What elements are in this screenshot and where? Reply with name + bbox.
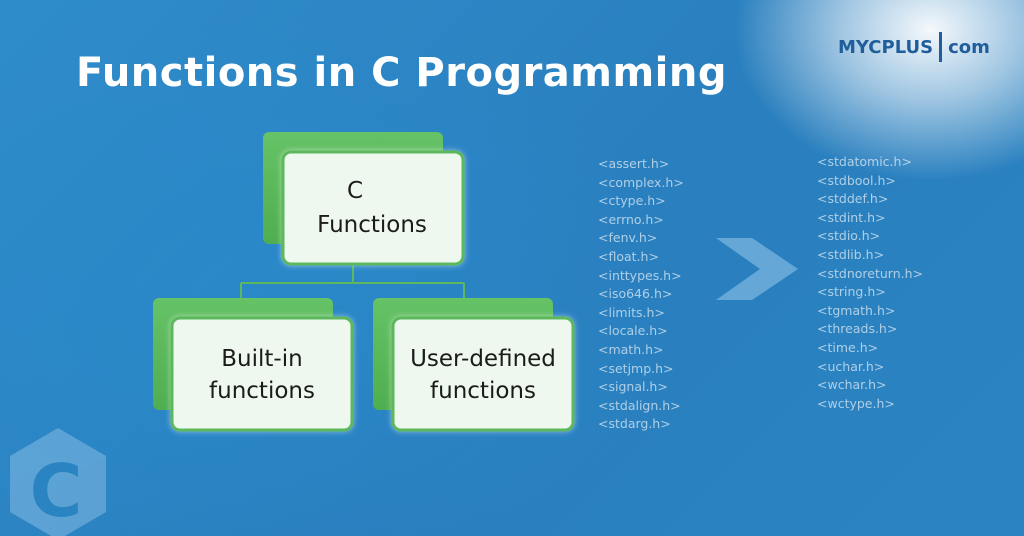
header-file-item: <stddef.h> (817, 191, 889, 207)
builtin-node: Built-in functions (153, 298, 354, 432)
brand-name: MYCPLUS (838, 36, 934, 58)
header-file-item: <time.h> (817, 339, 879, 355)
header-file-item: <stdnoreturn.h> (817, 265, 923, 281)
c-logo-hexagon-dark (58, 456, 106, 536)
header-file-item: <fenv.h> (598, 230, 658, 246)
header-file-item: <stdint.h> (817, 209, 886, 225)
brand-suffix: com (948, 36, 990, 58)
header-file-item: <locale.h> (598, 323, 668, 339)
header-file-item: <setjmp.h> (598, 360, 674, 376)
header-file-item: <stdlib.h> (817, 246, 885, 262)
userdefined-node-box (391, 316, 575, 432)
headers-list-left: <assert.h> <complex.h> <ctype.h> <errno.h> <… (598, 155, 684, 434)
header-file-item: <limits.h> (598, 304, 665, 320)
builtin-node-line2: functions (209, 378, 315, 404)
header-file-item: <stdarg.h> (598, 416, 671, 432)
c-language-logo: C (10, 428, 106, 536)
brand-logo: MYCPLUS com (838, 30, 990, 64)
header-file-item: <assert.h> (598, 156, 670, 171)
c-logo-hexagon (10, 428, 106, 536)
header-file-item: <wchar.h> (817, 377, 887, 393)
root-node-line1: C (347, 178, 363, 204)
header-file-item: <string.h> (817, 284, 886, 300)
header-file-item: <tgmath.h> (817, 302, 896, 318)
root-node-box (281, 150, 465, 266)
brand-separator (939, 32, 943, 62)
builtin-node-box (170, 316, 354, 432)
header-file-item: <iso646.h> (598, 286, 673, 302)
header-file-item: <inttypes.h> (598, 267, 682, 283)
userdefined-node-line1: User-defined (410, 346, 556, 372)
root-node: C Functions (263, 132, 465, 266)
root-node-line2: Functions (317, 212, 427, 238)
header-file-item: <math.h> (598, 341, 664, 357)
header-file-item: <errno.h> (598, 211, 664, 227)
header-file-item: <signal.h> (598, 379, 668, 395)
header-file-item: <float.h> (598, 248, 659, 264)
header-file-item: <stdalign.h> (598, 397, 681, 413)
connectors (240, 266, 465, 298)
header-file-item: <stdatomic.h> (817, 154, 912, 169)
c-logo-letter: C (30, 449, 83, 533)
headers-list-right: <stdatomic.h> <stdbool.h> <stddef.h> <stdin… (817, 153, 923, 413)
page-title: Functions in C Programming (76, 50, 727, 96)
header-file-item: <complex.h> (598, 174, 684, 190)
chevron-right-icon (716, 238, 798, 300)
header-file-item: <wctype.h> (817, 395, 895, 411)
userdefined-node: User-defined functions (373, 298, 575, 432)
header-file-item: <threads.h> (817, 321, 898, 337)
builtin-node-line1: Built-in (221, 346, 302, 372)
header-file-item: <ctype.h> (598, 193, 666, 209)
header-file-item: <stdio.h> (817, 228, 881, 244)
header-file-item: <stdbool.h> (817, 172, 896, 188)
userdefined-node-line2: functions (430, 378, 536, 404)
header-file-item: <uchar.h> (817, 358, 885, 374)
